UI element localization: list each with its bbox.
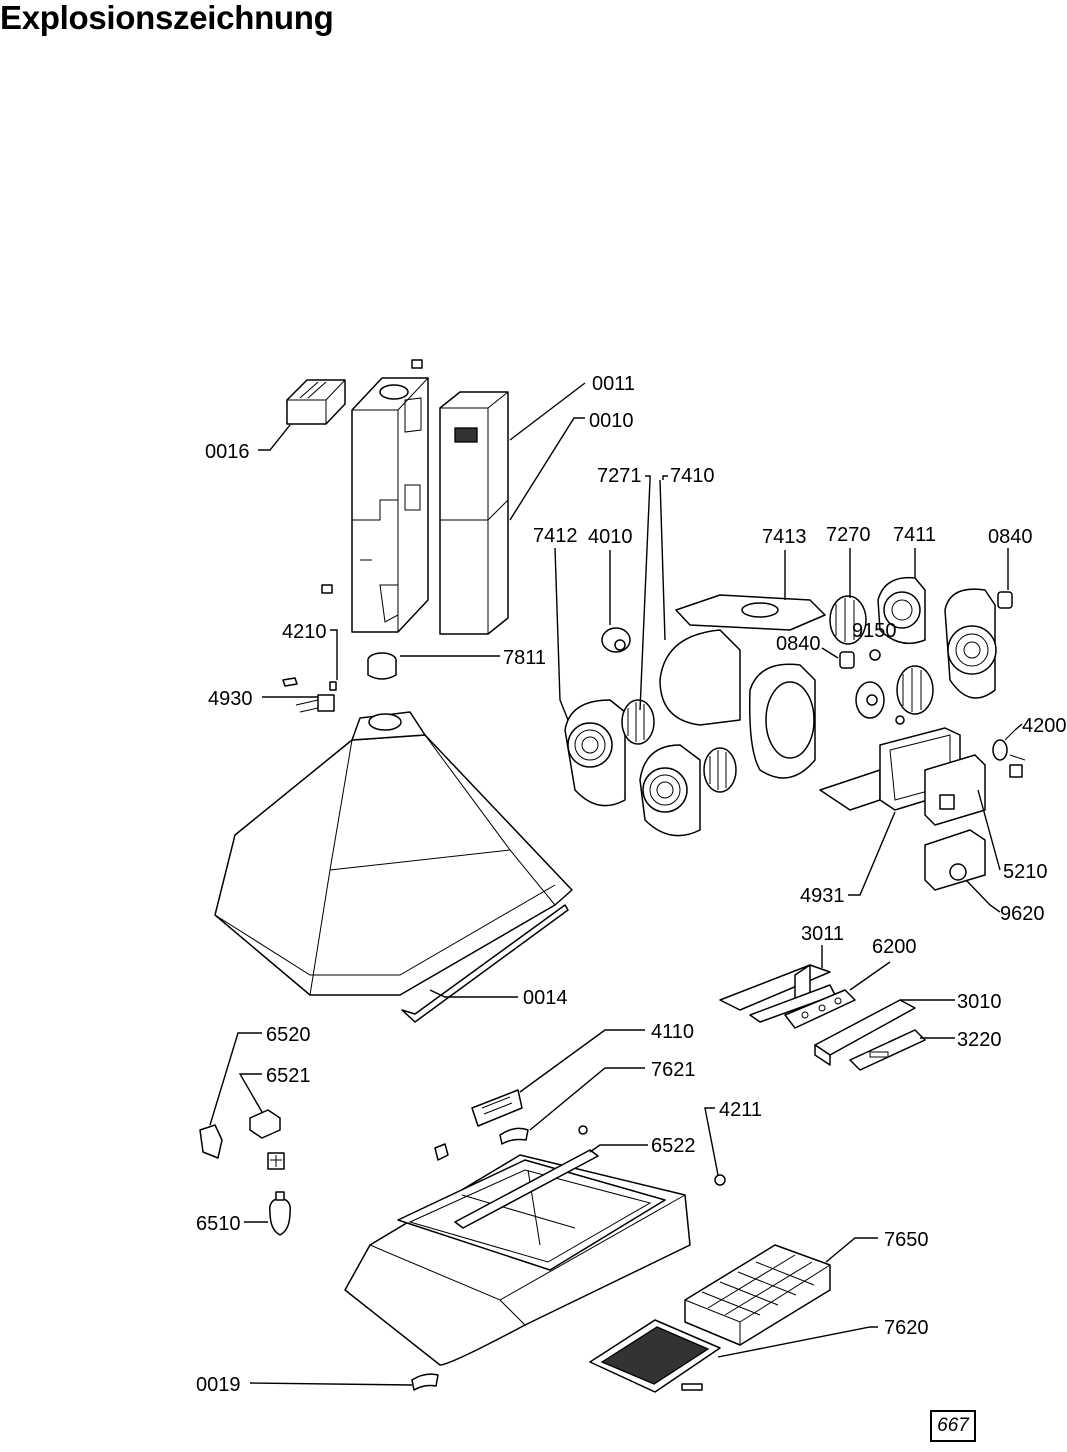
label-7413: 7413	[762, 526, 807, 548]
part-7620-grease-filter	[589, 1319, 721, 1393]
part-7410-scroll	[659, 629, 816, 779]
part-9150-nut	[869, 649, 905, 725]
part-0016-bracket	[286, 379, 346, 425]
part-7413-housing-top	[675, 594, 826, 631]
part-7271-impeller	[621, 699, 655, 745]
part-4930-switch	[282, 677, 337, 713]
part-7811-collar	[367, 652, 397, 680]
hood-base-frame	[344, 1154, 691, 1366]
part-0011-inner-duct	[321, 359, 429, 633]
label-0016: 0016	[205, 441, 250, 463]
label-7270: 7270	[826, 524, 871, 546]
label-5210: 5210	[1003, 861, 1048, 883]
label-7620: 7620	[884, 1317, 929, 1339]
part-9620-knob-plate	[924, 829, 986, 891]
part-4211-nut	[434, 1125, 726, 1186]
part-small-cube	[267, 1152, 285, 1170]
part-7412-fan-housing	[564, 699, 626, 807]
label-0010: 0010	[589, 410, 634, 432]
label-6522: 6522	[651, 1135, 696, 1157]
label-4010: 4010	[588, 526, 633, 548]
part-4010-capacitor	[601, 627, 631, 653]
part-7650-carbon-filter	[684, 1244, 831, 1346]
part-4931-control-box	[819, 727, 986, 826]
label-7410: 7410	[670, 465, 715, 487]
label-6520: 6520	[266, 1024, 311, 1046]
label-0011: 0011	[592, 373, 635, 395]
page-number-box: 667	[930, 1410, 976, 1442]
label-6510: 6510	[196, 1213, 241, 1235]
part-4200-connector	[992, 729, 1026, 778]
part-0840-bushing	[839, 591, 1013, 669]
label-3011: 3011	[801, 923, 844, 945]
label-9150: 9150	[852, 620, 897, 642]
label-7271: 7271	[597, 465, 642, 487]
part-7411b-fan-housing	[944, 588, 997, 699]
part-6521-cover	[249, 1109, 281, 1139]
part-impeller-lower	[703, 747, 737, 793]
part-6200-switch-strip	[784, 989, 856, 1029]
label-7621: 7621	[651, 1059, 696, 1081]
label-0840-top: 0840	[988, 526, 1033, 548]
label-0014: 0014	[523, 987, 568, 1009]
part-0010-outer-duct	[439, 391, 509, 635]
leader-lines	[209, 382, 1023, 1386]
part-0014-rail	[401, 904, 569, 1023]
part-3010-panel	[814, 999, 916, 1066]
label-3220: 3220	[957, 1029, 1002, 1051]
part-6520-lampholder	[199, 1124, 223, 1159]
label-0840-mid: 0840	[776, 633, 821, 655]
label-4930: 4930	[208, 688, 253, 710]
label-0019: 0019	[196, 1374, 241, 1396]
part-7411-fan-housing	[877, 576, 926, 645]
label-3010: 3010	[957, 991, 1002, 1013]
label-6200: 6200	[872, 936, 917, 958]
part-4110-transformer	[471, 1089, 523, 1127]
part-6510-bulb	[268, 1191, 292, 1236]
label-6521: 6521	[266, 1065, 311, 1087]
part-motor	[855, 681, 885, 719]
page-title: Explosionszeichnung	[0, 0, 334, 36]
part-6522-rod	[454, 1149, 599, 1229]
part-3220-panel	[849, 1029, 926, 1071]
part-7621-clip	[499, 1127, 529, 1145]
label-4931: 4931	[800, 885, 845, 907]
hood-canopy	[214, 711, 573, 996]
label-4210: 4210	[282, 621, 327, 643]
part-7412b-fan-housing	[639, 744, 701, 837]
label-9620: 9620	[1000, 903, 1045, 925]
part-7270-impeller	[829, 595, 867, 645]
part-impeller-right	[896, 665, 934, 715]
label-4110: 4110	[651, 1021, 694, 1043]
label-4200: 4200	[1022, 715, 1067, 737]
part-labels: 0011 0010 0016 7271 7410 7412 4010 7413 …	[196, 373, 1067, 1396]
label-7811: 7811	[503, 647, 546, 669]
part-0019-cap	[411, 1373, 439, 1391]
label-4211: 4211	[719, 1099, 762, 1121]
label-7412: 7412	[533, 525, 578, 547]
label-7650: 7650	[884, 1229, 929, 1251]
label-7411: 7411	[893, 524, 936, 546]
